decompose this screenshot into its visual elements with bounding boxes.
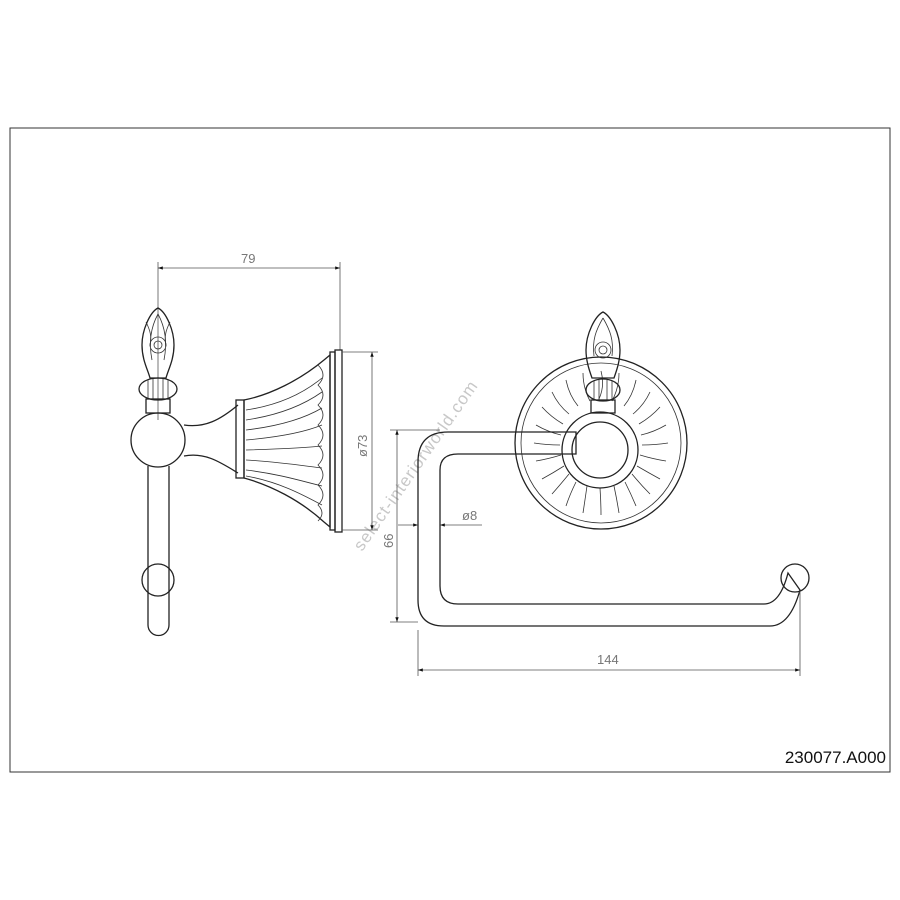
dimension-plate-diameter-label: ø73 [355,435,370,457]
dimension-bar-diameter-label: ø8 [462,508,477,523]
side-view [130,262,378,637]
drawing-frame [9,127,891,773]
watermark: select-interiorworld.com [350,377,482,555]
dimension-height-label: 66 [381,534,396,548]
front-view [390,311,810,676]
product-code: 230077.A000 [785,748,886,767]
dimension-depth-label: 79 [241,251,255,266]
dimension-width-label: 144 [597,652,619,667]
